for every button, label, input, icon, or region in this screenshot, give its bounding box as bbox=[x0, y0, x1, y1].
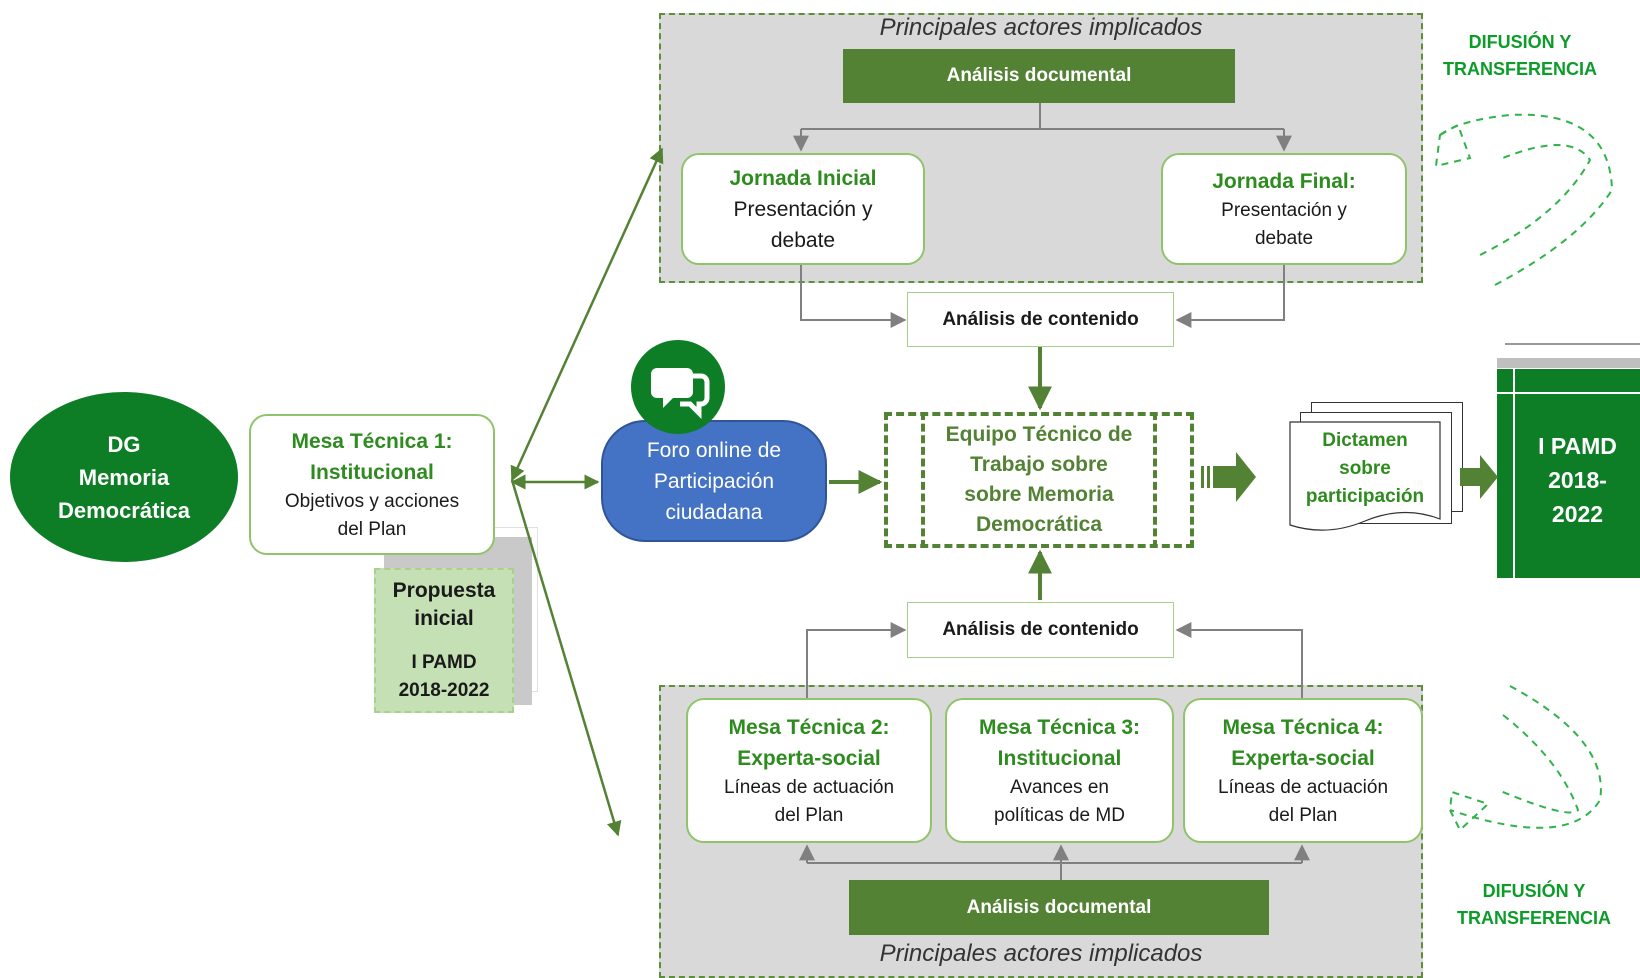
mesa1-desc-1: Objetivos y acciones bbox=[284, 490, 460, 512]
bottom-panel-caption: Principales actores implicados bbox=[879, 940, 1203, 967]
propuesta-line-2: inicial bbox=[414, 606, 474, 630]
equipo-tecnico-text: Equipo Técnico de Trabajo sobre sobre Me… bbox=[921, 412, 1157, 548]
difusion-bottom-label: DIFUSIÓN Y TRANSFERENCIA bbox=[1444, 877, 1624, 933]
mesa4-desc-1: Líneas de actuación bbox=[1217, 776, 1389, 798]
propuesta-line-3: I PAMD bbox=[411, 651, 477, 673]
pamd-line-1: I PAMD bbox=[1538, 433, 1617, 459]
dictamen-line-2: sobre bbox=[1339, 458, 1391, 479]
block-arrows bbox=[1201, 452, 1498, 502]
difusion-bottom-line-2: TRANSFERENCIA bbox=[1456, 908, 1611, 928]
pamd-book-cover bbox=[1497, 369, 1640, 578]
analisis-contenido-top: Análisis de contenido bbox=[907, 292, 1174, 347]
jornada-inicial-desc-2: debate bbox=[770, 228, 836, 252]
dg-line-1: DG bbox=[107, 431, 141, 457]
pamd-line-2: 2018- bbox=[1548, 467, 1607, 493]
circular-arrow-top-icon bbox=[1434, 113, 1614, 286]
jornada-inicial-title: Jornada Inicial bbox=[729, 166, 877, 190]
mesa3-desc-1: Avances en bbox=[1010, 776, 1109, 798]
mesa-tecnica-4-box: Mesa Técnica 4: Experta-social Líneas de… bbox=[1183, 698, 1423, 843]
jornada-inicial-box: Jornada Inicial Presentación y debate bbox=[681, 153, 925, 265]
top-panel-caption: Principales actores implicados bbox=[879, 14, 1203, 41]
jornada-to-analisis-arrows bbox=[800, 265, 1285, 328]
dictamen-doc-front bbox=[1289, 421, 1441, 537]
pamd-line-3: 2022 bbox=[1551, 501, 1604, 527]
equipo-line-3: sobre Memoria bbox=[964, 483, 1114, 506]
equipo-tecnico-outer bbox=[884, 412, 1194, 548]
foro-line-3: ciudadana bbox=[665, 500, 763, 524]
mesa2-desc-1: Líneas de actuación bbox=[723, 776, 895, 798]
dictamen-line-3: participación bbox=[1305, 486, 1425, 507]
equipo-line-2: Trabajo sobre bbox=[970, 453, 1108, 476]
mesa4-desc-2: del Plan bbox=[1268, 804, 1338, 826]
pamd-top-line bbox=[1505, 343, 1640, 345]
pamd-page-gray bbox=[1497, 358, 1640, 368]
jornada-final-desc-1: Presentación y bbox=[1221, 199, 1347, 221]
propuesta-line-4: 2018-2022 bbox=[398, 679, 490, 701]
equipo-line-4: Democrática bbox=[975, 513, 1103, 536]
equipo-tecnico-inner bbox=[921, 412, 1157, 548]
propuesta-line-1: Propuesta bbox=[392, 578, 496, 602]
top-doc-arrows bbox=[793, 103, 1292, 152]
jornada-final-title: Jornada Final: bbox=[1212, 169, 1356, 193]
mesa-tecnica-3-box: Mesa Técnica 3: Institucional Avances en… bbox=[945, 698, 1174, 843]
propuesta-inicial-doc: Propuesta inicial I PAMD 2018-2022 bbox=[374, 568, 514, 713]
mesa3-title-2: Institucional bbox=[997, 746, 1122, 770]
equipo-line-1: Equipo Técnico de bbox=[945, 423, 1133, 446]
mesa-to-analisis-arrows bbox=[806, 622, 1303, 698]
bottom-analisis-documental-bar: Análisis documental bbox=[849, 880, 1269, 935]
foro-line-2: Participación bbox=[653, 469, 775, 493]
difusion-top-line-1: DIFUSIÓN Y bbox=[1468, 32, 1572, 52]
analisis-contenido-top-label: Análisis de contenido bbox=[942, 308, 1139, 330]
jornada-final-box: Jornada Final: Presentación y debate bbox=[1161, 153, 1407, 265]
mesa2-title-1: Mesa Técnica 2: bbox=[728, 715, 890, 739]
dictamen-line-1: Dictamen bbox=[1322, 430, 1408, 451]
jornada-final-desc-2: debate bbox=[1254, 227, 1314, 249]
mesa3-desc-2: políticas de MD bbox=[994, 804, 1125, 826]
pamd-title: I PAMD 2018- 2022 bbox=[1515, 420, 1640, 540]
jornada-inicial-desc-1: Presentación y bbox=[733, 197, 873, 221]
difusion-bottom-line-1: DIFUSIÓN Y bbox=[1482, 881, 1586, 901]
mesa-tecnica-2-box: Mesa Técnica 2: Experta-social Líneas de… bbox=[686, 698, 932, 843]
mesa3-title-1: Mesa Técnica 3: bbox=[978, 715, 1141, 739]
mesa-tecnica-1-box: Mesa Técnica 1: Institucional Objetivos … bbox=[249, 414, 495, 555]
mesa2-title-2: Experta-social bbox=[737, 746, 881, 770]
dictamen-text: Dictamen sobre participación bbox=[1289, 430, 1441, 508]
pamd-book-top-line bbox=[1497, 392, 1640, 394]
analisis-contenido-bottom-label: Análisis de contenido bbox=[942, 619, 1139, 640]
analisis-contenido-bottom: Análisis de contenido bbox=[907, 602, 1174, 658]
difusion-top-line-2: TRANSFERENCIA bbox=[1442, 59, 1597, 79]
mesa2-desc-2: del Plan bbox=[774, 804, 844, 826]
difusion-top-label: DIFUSIÓN Y TRANSFERENCIA bbox=[1430, 28, 1610, 84]
bottom-doc-arrows bbox=[799, 844, 1310, 880]
dg-line-2: Memoria bbox=[78, 464, 170, 490]
mesa1-title-1: Mesa Técnica 1: bbox=[291, 429, 453, 453]
mesa4-title-2: Experta-social bbox=[1231, 746, 1375, 770]
mesa4-title-1: Mesa Técnica 4: bbox=[1222, 715, 1384, 739]
mesa1-desc-2: del Plan bbox=[337, 518, 407, 540]
circular-arrow-bottom-icon bbox=[1448, 685, 1602, 832]
mesa1-title-2: Institucional bbox=[310, 460, 434, 484]
dg-line-3: Democrática bbox=[57, 497, 191, 523]
top-analisis-documental-bar: Análisis documental bbox=[843, 49, 1235, 103]
dg-memoria-democratica: DG Memoria Democrática bbox=[10, 392, 238, 562]
foro-line-1: Foro online de bbox=[646, 438, 782, 462]
pamd-book-spine-line bbox=[1513, 369, 1515, 578]
diagonal-arrows bbox=[510, 147, 883, 837]
